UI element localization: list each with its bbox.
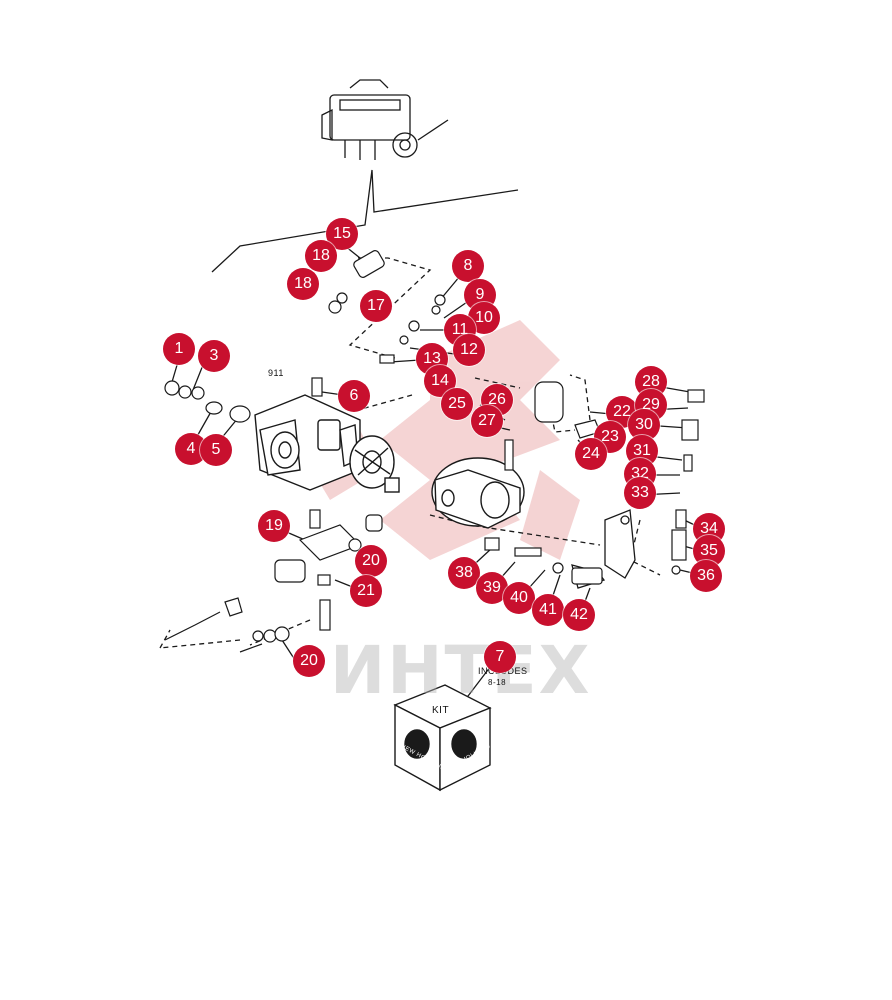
callout-label: 36 [697, 567, 715, 584]
callout-40[interactable]: 40 [503, 582, 535, 614]
callout-label: 15 [333, 225, 351, 242]
pump-label: 911 [268, 368, 284, 378]
callout-label: 21 [357, 582, 375, 599]
callout-label: 31 [633, 442, 651, 459]
callout-label: 41 [539, 601, 557, 618]
callout-label: 17 [367, 297, 385, 314]
callout-label: 19 [265, 517, 283, 534]
callout-label: 34 [700, 520, 718, 537]
callout-label: 11 [451, 321, 469, 338]
callout-label: 40 [510, 589, 528, 606]
callout-label: 9 [475, 286, 485, 303]
callout-label: 28 [642, 373, 660, 390]
callout-label: 42 [570, 606, 588, 623]
callout-label: 4 [186, 440, 196, 457]
callout-label: 13 [423, 350, 441, 367]
cam-ring [349, 435, 400, 493]
callout-36[interactable]: 36 [690, 560, 722, 592]
callout-label: 14 [431, 372, 449, 389]
kit-label: KIT [432, 705, 450, 716]
callout-label: 20 [300, 652, 318, 669]
callout-3[interactable]: 3 [198, 340, 230, 372]
callout-8[interactable]: 8 [452, 250, 484, 282]
callout-label: 6 [349, 387, 359, 404]
callout-label: 35 [700, 542, 718, 559]
callout-24[interactable]: 24 [575, 438, 607, 470]
callout-33[interactable]: 33 [624, 477, 656, 509]
callout-label: 38 [455, 564, 473, 581]
callout-label: 18 [312, 247, 330, 264]
callout-41[interactable]: 41 [532, 594, 564, 626]
pump-housing [254, 394, 361, 491]
callout-label: 22 [613, 403, 631, 420]
callout-23[interactable]: 23 [594, 421, 626, 453]
callout-label: 12 [460, 341, 478, 358]
callout-38[interactable]: 38 [448, 557, 480, 589]
callout-20-lower[interactable]: 20 [293, 645, 325, 677]
callout-label: 29 [642, 396, 660, 413]
callout-7[interactable]: 7 [484, 641, 516, 673]
callout-label: 23 [601, 428, 619, 445]
callout-label: 24 [582, 445, 600, 462]
callout-label: 26 [488, 391, 506, 408]
callout-5[interactable]: 5 [200, 434, 232, 466]
callout-label: 20 [362, 552, 380, 569]
callout-21[interactable]: 21 [350, 575, 382, 607]
callout-label: 10 [475, 309, 493, 326]
callout-label: 3 [209, 347, 219, 364]
callout-label: 18 [294, 275, 312, 292]
callout-1[interactable]: 1 [163, 333, 195, 365]
callout-42[interactable]: 42 [563, 599, 595, 631]
callout-label: 1 [174, 340, 184, 357]
small-parts [164, 250, 705, 653]
callout-label: 7 [495, 648, 505, 665]
callout-label: 27 [478, 412, 496, 429]
callout-18-upper[interactable]: 18 [305, 240, 337, 272]
callout-20-upper[interactable]: 20 [355, 545, 387, 577]
kit-box [393, 684, 492, 792]
section-divider-line [211, 169, 519, 273]
kit-includes-range: 8-18 [488, 678, 507, 687]
watermark-text: ИНТЕХ [330, 632, 592, 709]
callout-label: 30 [635, 416, 653, 433]
callout-label: 39 [483, 579, 501, 596]
pump-assembly-thumbnail [321, 79, 449, 160]
callout-12[interactable]: 12 [453, 334, 485, 366]
callout-17[interactable]: 17 [360, 290, 392, 322]
callout-label: 5 [211, 441, 221, 458]
callout-27[interactable]: 27 [471, 405, 503, 437]
callout-label: 8 [463, 257, 473, 274]
callout-19[interactable]: 19 [258, 510, 290, 542]
callout-label: 25 [448, 395, 466, 412]
callout-39[interactable]: 39 [476, 572, 508, 604]
callout-25[interactable]: 25 [441, 388, 473, 420]
callout-label: 33 [631, 484, 649, 501]
callout-6[interactable]: 6 [338, 380, 370, 412]
callout-18-lower[interactable]: 18 [287, 268, 319, 300]
hydraulic-head [431, 457, 525, 529]
